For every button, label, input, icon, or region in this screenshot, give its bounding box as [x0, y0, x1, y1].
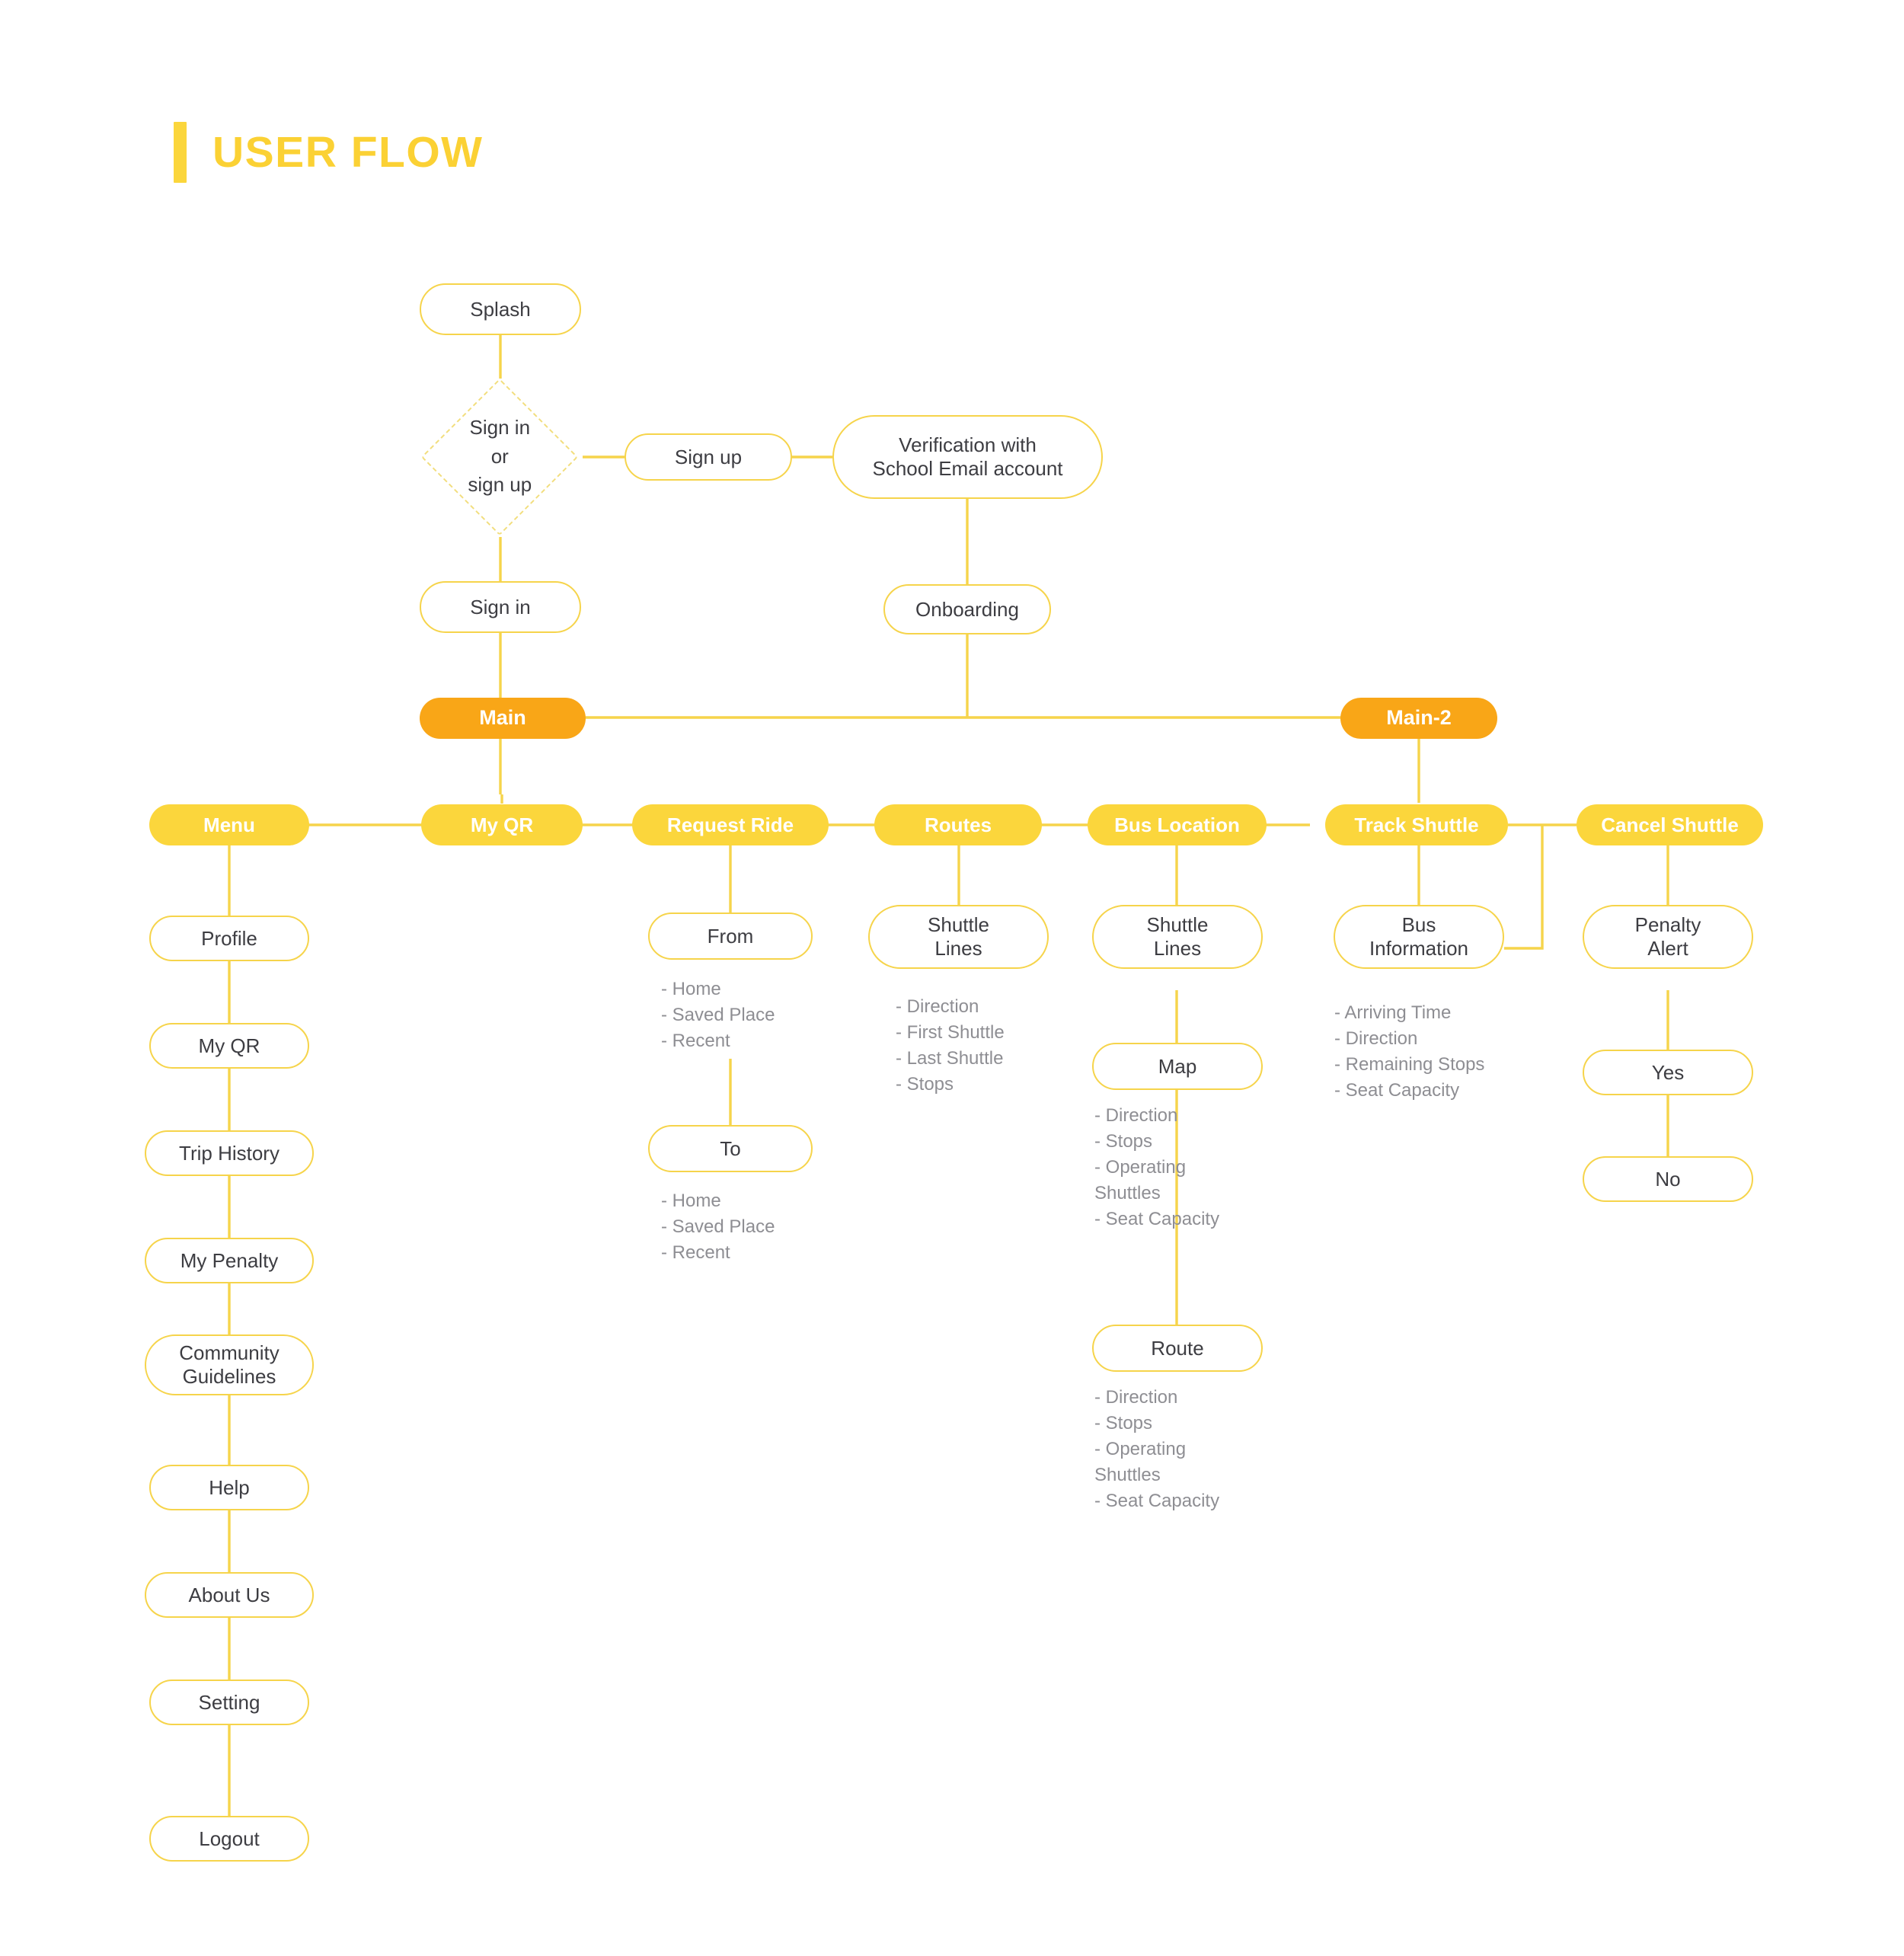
node-onboarding[interactable]: Onboarding: [883, 584, 1051, 634]
title-accent-bar: [174, 122, 187, 183]
node-bus-information[interactable]: Bus Information: [1334, 905, 1504, 969]
node-no[interactable]: No: [1583, 1156, 1753, 1202]
node-profile[interactable]: Profile: [149, 916, 309, 961]
route-details-list: - Direction - Stops - Operating Shuttles…: [1094, 1387, 1220, 1512]
node-bus-shuttle-lines[interactable]: Shuttle Lines: [1092, 905, 1263, 969]
node-main-2[interactable]: Main-2: [1340, 698, 1497, 739]
bus-information-details: - Arriving Time - Direction - Remaining …: [1334, 1002, 1485, 1101]
node-verification-school-email[interactable]: Verification with School Email account: [832, 415, 1103, 499]
category-request-ride[interactable]: Request Ride: [632, 804, 829, 845]
category-bus-location[interactable]: Bus Location: [1088, 804, 1267, 845]
category-routes[interactable]: Routes: [874, 804, 1042, 845]
node-signin-or-signup-decision[interactable]: Sign in or sign up: [420, 378, 579, 536]
node-trip-history[interactable]: Trip History: [145, 1130, 314, 1176]
node-setting[interactable]: Setting: [149, 1680, 309, 1725]
node-splash[interactable]: Splash: [420, 283, 581, 335]
node-penalty-alert[interactable]: Penalty Alert: [1583, 905, 1753, 969]
node-from[interactable]: From: [648, 912, 813, 960]
to-options-list: - Home - Saved Place - Recent: [661, 1191, 775, 1264]
category-menu[interactable]: Menu: [149, 804, 309, 845]
node-about-us[interactable]: About Us: [145, 1572, 314, 1618]
from-options-list: - Home - Saved Place - Recent: [661, 979, 775, 1052]
node-sign-in[interactable]: Sign in: [420, 581, 581, 633]
node-to[interactable]: To: [648, 1125, 813, 1172]
node-sign-up[interactable]: Sign up: [625, 433, 792, 481]
node-main[interactable]: Main: [420, 698, 586, 739]
decision-label: Sign in or sign up: [468, 416, 532, 497]
node-map[interactable]: Map: [1092, 1043, 1263, 1090]
category-my-qr[interactable]: My QR: [421, 804, 583, 845]
category-track-shuttle[interactable]: Track Shuttle: [1325, 804, 1508, 845]
node-community-guidelines[interactable]: Community Guidelines: [145, 1334, 314, 1395]
page-title: USER FLOW: [174, 122, 483, 183]
node-route[interactable]: Route: [1092, 1325, 1263, 1372]
node-routes-shuttle-lines[interactable]: Shuttle Lines: [868, 905, 1049, 969]
node-yes[interactable]: Yes: [1583, 1050, 1753, 1095]
node-my-penalty[interactable]: My Penalty: [145, 1238, 314, 1283]
routes-shuttle-lines-details: - Direction - First Shuttle - Last Shutt…: [896, 996, 1005, 1095]
node-menu-my-qr[interactable]: My QR: [149, 1023, 309, 1069]
category-cancel-shuttle[interactable]: Cancel Shuttle: [1577, 804, 1763, 845]
node-logout[interactable]: Logout: [149, 1816, 309, 1862]
node-help[interactable]: Help: [149, 1465, 309, 1510]
page-title-text: USER FLOW: [212, 128, 484, 177]
map-details-list: - Direction - Stops - Operating Shuttles…: [1094, 1105, 1220, 1230]
